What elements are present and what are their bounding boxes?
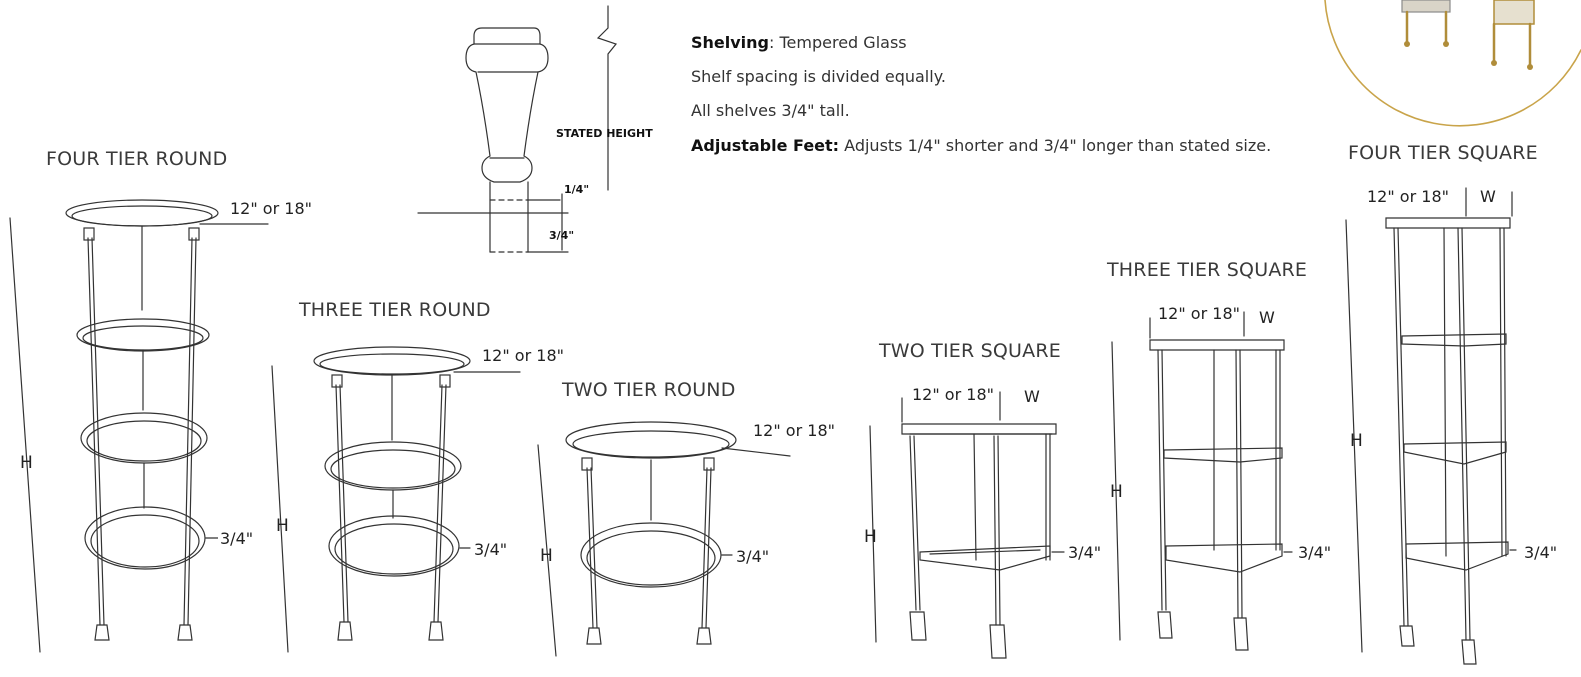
- stated-height-label: STATED HEIGHT: [556, 127, 653, 140]
- four-tier-square-title: FOUR TIER SQUARE: [1348, 142, 1538, 164]
- two-tier-square-height: H: [864, 527, 877, 547]
- three-tier-round-shelf: 3/4": [472, 540, 510, 559]
- product-photo-corner: [1324, 0, 1581, 127]
- four-tier-round-title: FOUR TIER ROUND: [46, 148, 228, 170]
- feet-label: Adjustable Feet:: [691, 136, 840, 155]
- spec-feet: Adjustable Feet: Adjusts 1/4" shorter an…: [691, 136, 1271, 155]
- three-tier-round-diameter: 12" or 18": [480, 346, 566, 365]
- three-tier-square-diameter: 12" or 18": [1156, 304, 1242, 323]
- four-tier-square-drawing: [1345, 187, 1517, 665]
- three-tier-square-shelf: 3/4": [1296, 543, 1334, 562]
- two-tier-round-diameter: 12" or 18": [751, 421, 837, 440]
- four-tier-round-drawing: [9, 199, 269, 653]
- four-tier-round-diameter: 12" or 18": [228, 199, 314, 218]
- spec-spacing: Shelf spacing is divided equally.: [691, 67, 946, 86]
- three-tier-square-height: H: [1110, 482, 1123, 502]
- three-tier-round-title: THREE TIER ROUND: [299, 299, 491, 321]
- two-tier-square-shelf: 3/4": [1066, 543, 1104, 562]
- two-tier-square-drawing: [869, 391, 1065, 659]
- three-tier-square-width: W: [1257, 308, 1277, 327]
- longer-label: 3/4": [549, 229, 575, 242]
- foot-detail-drawing: [417, 5, 618, 253]
- three-tier-square-title: THREE TIER SQUARE: [1107, 259, 1308, 281]
- three-tier-square-drawing: [1111, 311, 1293, 651]
- feet-value: Adjusts 1/4" shorter and 3/4" longer tha…: [839, 136, 1272, 155]
- two-tier-square-width: W: [1022, 387, 1042, 406]
- three-tier-round-height: H: [276, 516, 289, 536]
- shelving-value: : Tempered Glass: [769, 33, 907, 52]
- two-tier-round-height: H: [540, 546, 553, 566]
- two-tier-round-title: TWO TIER ROUND: [562, 379, 736, 401]
- two-tier-round-shelf: 3/4": [734, 547, 772, 566]
- four-tier-round-shelf: 3/4": [218, 529, 256, 548]
- spec-shelving: Shelving: Tempered Glass: [691, 33, 907, 52]
- shelving-label: Shelving: [691, 33, 770, 52]
- four-tier-square-height: H: [1350, 431, 1363, 451]
- two-tier-square-diameter: 12" or 18": [910, 385, 996, 404]
- two-tier-round-drawing: [537, 421, 791, 657]
- four-tier-square-diameter: 12" or 18": [1365, 187, 1451, 206]
- three-tier-round-drawing: [271, 346, 521, 653]
- shorter-label: 1/4": [564, 183, 590, 196]
- four-tier-round-height: H: [20, 453, 33, 473]
- two-tier-square-title: TWO TIER SQUARE: [879, 340, 1061, 362]
- four-tier-square-shelf: 3/4": [1522, 543, 1560, 562]
- four-tier-square-width: W: [1478, 187, 1498, 206]
- spec-shelf-height: All shelves 3/4" tall.: [691, 101, 850, 120]
